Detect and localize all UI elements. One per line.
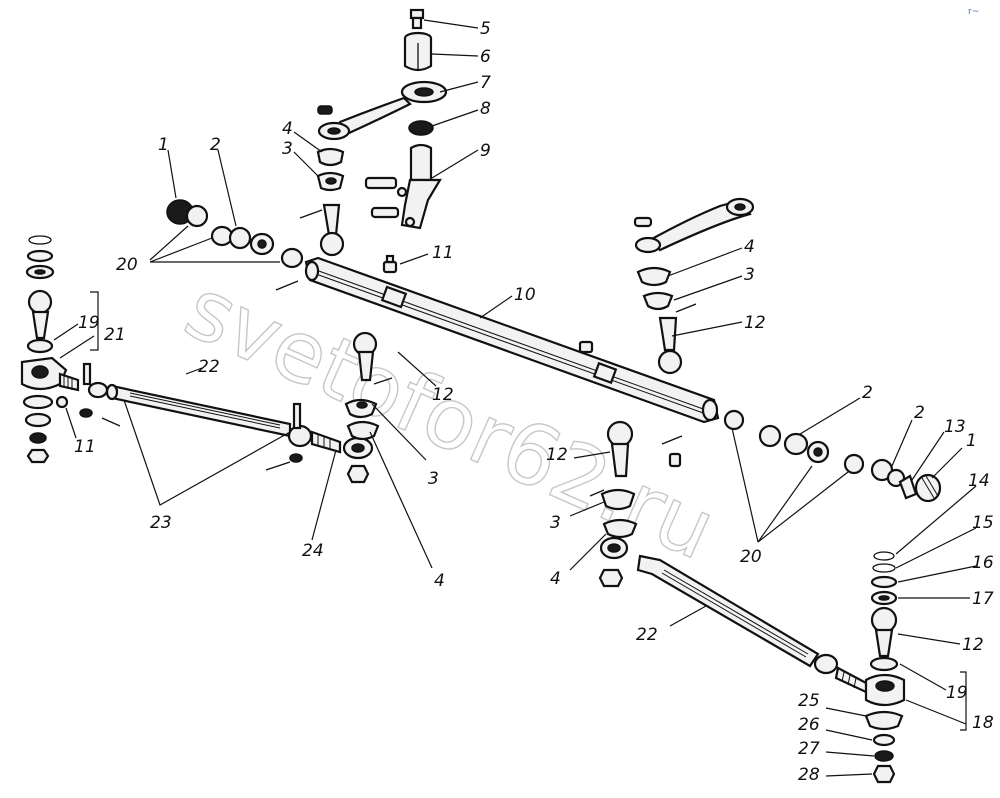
tie-rod-end-housing-18 (864, 673, 906, 707)
callout-5: 5 (480, 19, 491, 39)
bushing-upper-3 (316, 171, 345, 192)
callout-3-right-top: 3 (744, 265, 755, 285)
callout-6: 6 (480, 47, 491, 67)
bushing-upper-4 (316, 147, 345, 167)
tie-rod-left-22 (79, 362, 292, 438)
bushing-right-4 (636, 266, 672, 287)
seat-17 (870, 590, 898, 606)
callout-12-center: 12 (432, 385, 454, 405)
grease-fitting-top (409, 8, 425, 30)
callout-8: 8 (480, 99, 491, 119)
corner-mark: r~ (968, 7, 979, 17)
tie-rod-clamp-left (287, 402, 342, 454)
callout-4-top: 4 (282, 119, 293, 139)
callout-14: 14 (968, 471, 990, 491)
callout-2-left: 2 (210, 135, 221, 155)
nut-8 (408, 120, 434, 136)
ball-pin-upper (299, 203, 345, 257)
callout-18: 18 (972, 713, 994, 733)
ball-pin-left-19 (26, 289, 54, 354)
callout-1-left: 1 (158, 135, 169, 155)
leader-lines (53, 19, 977, 777)
snap-ring-left (28, 235, 52, 245)
spring-13 (898, 474, 918, 500)
callout-22-right: 22 (636, 625, 658, 645)
ball-pin-right-12 (657, 316, 683, 375)
callout-22-left: 22 (198, 357, 220, 377)
callout-13: 13 (944, 417, 966, 437)
callout-21: 21 (104, 325, 126, 345)
callout-3-lower: 3 (550, 513, 561, 533)
ball-pin-right-end-12 (870, 606, 898, 658)
washer-25 (864, 710, 904, 731)
grease-fitting-11-center (382, 254, 398, 274)
pitman-arm-7 (317, 80, 448, 141)
callout-10: 10 (514, 285, 536, 305)
callout-11-center: 11 (432, 243, 454, 263)
callout-3-center: 3 (428, 469, 439, 489)
idler-arm-right (633, 197, 755, 254)
bushing-lower-right-3 (589, 488, 636, 511)
lower-washers-left (22, 394, 54, 464)
ball-pin-lower-right-12 (606, 420, 683, 478)
ball-pin-center-12 (352, 331, 393, 385)
spring-16 (870, 575, 898, 589)
cotter-nut-28 (872, 764, 896, 784)
callout-23: 23 (150, 513, 172, 533)
spring-seat-2-right-a (758, 424, 830, 464)
washer-15 (872, 563, 896, 573)
hex-nut-6 (403, 31, 433, 72)
callout-16: 16 (972, 553, 994, 573)
bushing-center-3 (344, 398, 378, 419)
callout-28: 28 (798, 765, 820, 785)
tie-rod-right-22 (598, 536, 870, 694)
spring-seat-2-left (210, 225, 275, 256)
callout-7: 7 (480, 73, 491, 93)
washer-left-stack (25, 249, 55, 280)
tie-rod-end-left-21 (20, 356, 80, 392)
bushing-center-4 (346, 420, 380, 441)
callout-1-right: 1 (966, 431, 977, 451)
ball-seat-20-right-a (723, 409, 745, 431)
callout-17: 17 (972, 589, 994, 609)
bushing-right-3 (642, 291, 697, 313)
callout-27: 27 (798, 739, 820, 759)
plug-1-right (914, 473, 942, 503)
callout-15: 15 (972, 513, 994, 533)
plug-1-left (166, 199, 209, 228)
callout-26: 26 (798, 715, 820, 735)
pivot-lever-9 (364, 143, 442, 230)
nut-27 (874, 750, 894, 762)
washer-26 (872, 733, 896, 747)
callout-11-left: 11 (74, 437, 96, 457)
callout-2-right-a: 2 (862, 383, 873, 403)
callout-20-right: 20 (740, 547, 762, 567)
callout-12-right-top: 12 (744, 313, 766, 333)
ball-seat-20-right-b (843, 453, 865, 475)
callout-4-lower: 4 (550, 569, 561, 589)
callout-3-top: 3 (282, 139, 293, 159)
callout-9: 9 (480, 141, 491, 161)
callout-4-center: 4 (434, 571, 445, 591)
callout-24: 24 (302, 541, 324, 561)
dust-cover-19 (869, 656, 899, 672)
bushing-lower-right-4 (602, 518, 638, 539)
callout-25: 25 (798, 691, 820, 711)
ball-seat-20-left (275, 247, 304, 291)
grease-fitting-11-left (55, 395, 69, 409)
snap-ring-14 (873, 551, 895, 561)
callout-12-lower: 12 (546, 445, 568, 465)
callout-19-left: 19 (78, 313, 100, 333)
callout-19-right: 19 (946, 683, 968, 703)
callout-12-right-end: 12 (962, 635, 984, 655)
center-link-10 (304, 256, 720, 424)
callout-4-right-top: 4 (744, 237, 755, 257)
callout-20-left: 20 (116, 255, 138, 275)
spring-seat-2-right-b (870, 458, 906, 488)
callout-2-right-b: 2 (914, 403, 925, 423)
tie-rod-end-left-24 (265, 436, 374, 484)
